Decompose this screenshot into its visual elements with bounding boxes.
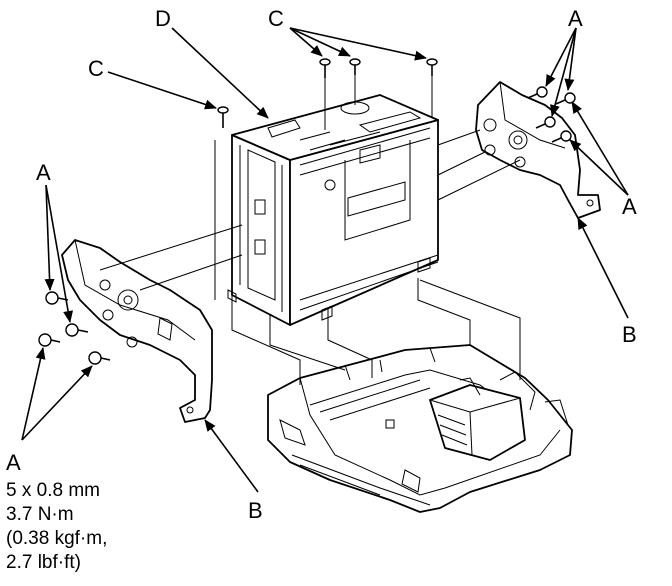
callout-labels: D C C A A A B B	[36, 6, 637, 523]
bolt-a-l3	[38, 333, 61, 347]
callout-a-right: A	[622, 194, 637, 219]
left-bracket	[61, 239, 213, 423]
spec-torque-nm: 3.7 N·m	[6, 504, 74, 525]
spec-torque-kgf: (0.38 kgf·m,	[6, 528, 107, 549]
right-bracket	[475, 81, 601, 219]
spec-label: A	[6, 450, 21, 475]
bolts-a-left	[38, 291, 111, 365]
alignment-guides	[231, 278, 521, 385]
spec-size: 5 x 0.8 mm	[6, 480, 100, 501]
callout-a-top-right: A	[568, 6, 583, 31]
audio-unit-box	[227, 94, 439, 326]
callout-b-bottom: B	[248, 498, 263, 523]
bolt-c-2	[319, 58, 331, 78]
bolt-a-r2	[555, 92, 576, 105]
reference-lines	[99, 72, 521, 300]
callout-b-right: B	[622, 322, 637, 347]
console-base	[267, 344, 573, 513]
bolt-a-r1	[527, 86, 548, 99]
bolts-c	[217, 58, 438, 128]
callout-a-left: A	[36, 160, 51, 185]
bolt-a-r3	[535, 116, 556, 129]
callout-d: D	[155, 6, 171, 31]
spec-torque-lbf: 2.7 lbf·ft)	[6, 552, 81, 573]
bolt-a-r4	[551, 130, 572, 143]
leader-lines	[21, 27, 629, 493]
bolt-a-l2	[65, 323, 89, 337]
bolt-c-1	[217, 106, 229, 128]
callout-c-left: C	[88, 56, 104, 81]
callout-c-top: C	[268, 6, 284, 31]
bolts-a-right	[527, 86, 576, 143]
torque-spec: A 5 x 0.8 mm 3.7 N·m (0.38 kgf·m, 2.7 lb…	[6, 450, 107, 573]
bolt-c-3	[349, 58, 361, 75]
bolt-c-4	[426, 58, 438, 76]
bolt-a-l4	[88, 351, 111, 365]
